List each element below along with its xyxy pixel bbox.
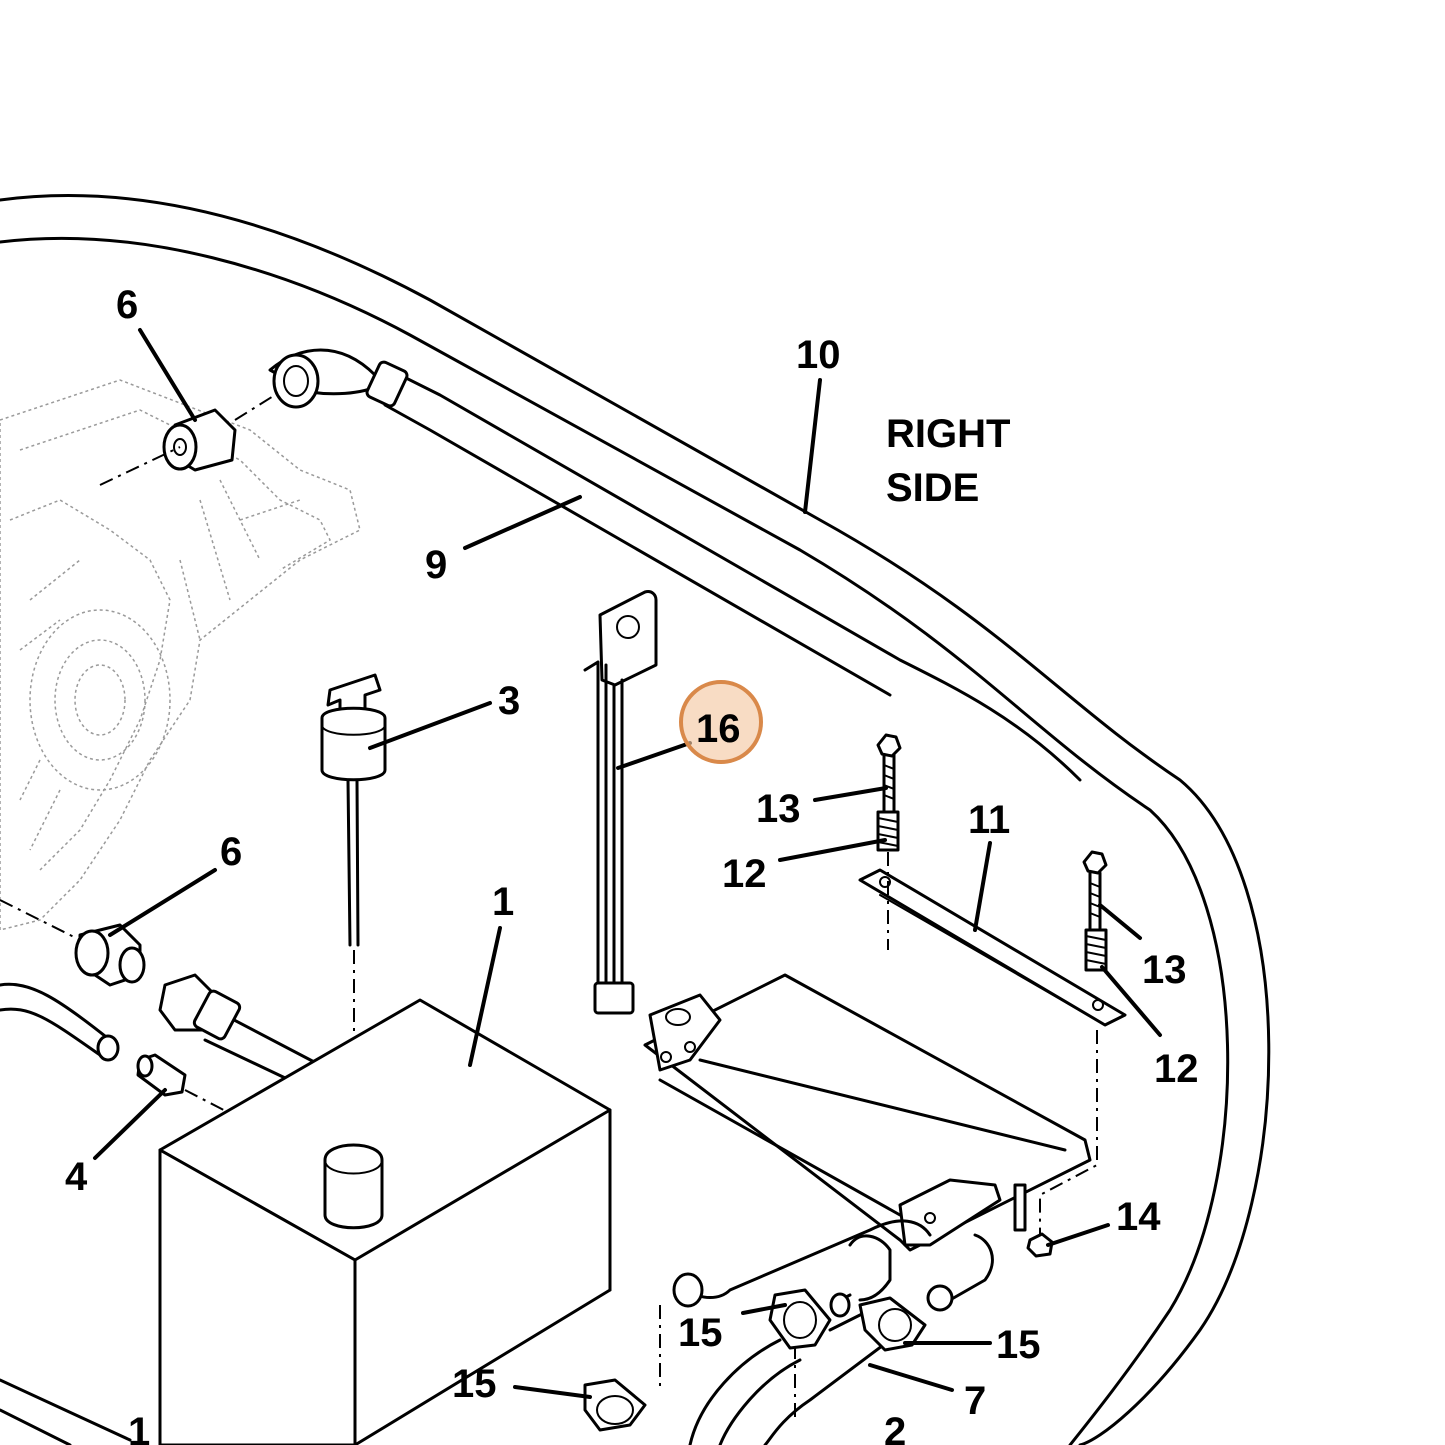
leader-lines <box>93 328 1162 1399</box>
right-side-label: RIGHT SIDE <box>886 412 1010 510</box>
bolt-13-right <box>1082 850 1108 930</box>
callout-15-left: 15 <box>452 1362 497 1406</box>
bolt-13-left <box>876 733 902 814</box>
callout-11: 11 <box>968 798 1010 842</box>
callout-9: 9 <box>425 543 447 587</box>
callout-13-left: 13 <box>756 787 801 831</box>
fitting-6-lower <box>0 899 146 987</box>
callout-2: 2 <box>884 1410 906 1445</box>
clamp-15-left <box>583 1378 647 1432</box>
engine-ghost-drawing <box>0 379 361 931</box>
highlight-circle-16 <box>679 680 763 764</box>
callout-12-left: 12 <box>722 852 767 896</box>
bracket-11 <box>858 868 1127 1027</box>
strap-16 <box>583 590 658 1015</box>
fitting-6-upper <box>99 394 276 486</box>
hose-10 <box>0 194 1271 1445</box>
callout-7: 7 <box>964 1379 986 1423</box>
callout-labels: 6 6 9 10 3 16 13 12 11 1 13 12 4 14 15 1… <box>65 283 1199 1445</box>
callout-12-right: 12 <box>1154 1047 1199 1091</box>
hose-9 <box>268 348 1082 782</box>
callout-6-lower: 6 <box>220 830 242 874</box>
hose-lower-left <box>0 973 322 1087</box>
tank-1 <box>0 998 612 1445</box>
mounting-tray <box>643 973 1092 1258</box>
callout-15-right: 15 <box>996 1323 1041 1367</box>
callout-1: 1 <box>492 880 514 924</box>
right-side-label-line1: RIGHT <box>886 412 1010 456</box>
clamp-15-right <box>829 1292 927 1352</box>
hose-lower-group <box>659 1219 994 1445</box>
callout-6-upper: 6 <box>116 283 138 327</box>
callout-15-middle: 15 <box>678 1311 723 1355</box>
callout-3: 3 <box>498 679 520 723</box>
right-side-label-line2: SIDE <box>886 466 979 510</box>
callout-10: 10 <box>796 333 841 377</box>
callout-14: 14 <box>1116 1195 1161 1239</box>
callout-4: 4 <box>65 1155 88 1199</box>
dipstick-3 <box>320 673 387 1140</box>
callout-16: 16 <box>696 707 741 751</box>
callout-13-right: 13 <box>1142 948 1187 992</box>
callout-1-bottom: 1 <box>128 1410 150 1445</box>
